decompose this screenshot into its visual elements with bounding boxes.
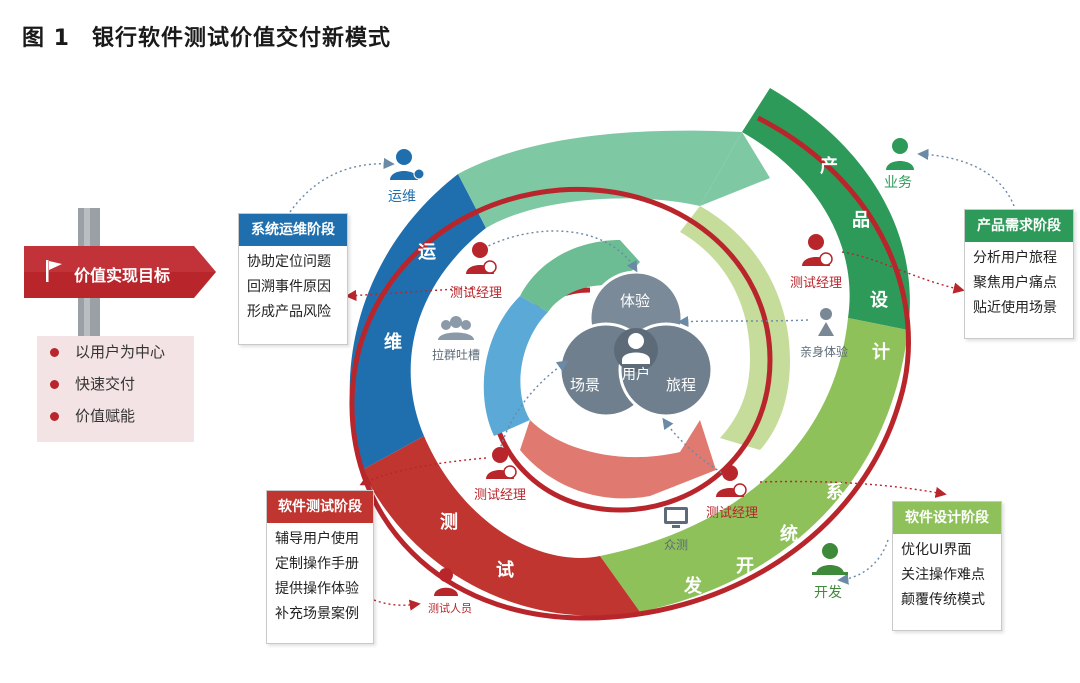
spiral-line <box>349 115 911 621</box>
signpost <box>24 208 216 342</box>
figure-title-text: 银行软件测试价值交付新模式 <box>91 26 391 51</box>
product-stage-title: 产品需求阶段 <box>965 210 1073 242</box>
ring-label-test: 试 <box>496 560 514 581</box>
manager-label: 测试经理 <box>474 488 527 503</box>
activity-label-experience: 亲身体验 <box>800 345 849 359</box>
ops-stage-title: 系统运维阶段 <box>239 214 347 246</box>
ops-stage-item: 协助定位问题 <box>247 254 331 270</box>
outer-ring <box>349 88 910 616</box>
manager-label: 测试经理 <box>450 286 503 301</box>
crowd-test-monitor-icon <box>664 507 688 528</box>
figure-title: 图 1 银行软件测试价值交付新模式 <box>22 20 391 52</box>
ring-label-product: 设 <box>870 290 888 311</box>
test-stage-item: 提供操作体验 <box>275 581 359 597</box>
flag-icon <box>46 260 62 282</box>
test-stage-box: 软件测试阶段 辅导用户使用 定制操作手册 提供操作体验 补充场景案例 <box>266 490 374 644</box>
test-stage-item: 辅导用户使用 <box>275 531 359 547</box>
group-chat-icon <box>438 316 474 340</box>
goal-list: 以用户为中心 快速交付 价值赋能 <box>37 336 194 442</box>
activity-label-group-chat: 拉群吐槽 <box>432 348 481 362</box>
ring-label-dev: 系 <box>826 482 844 503</box>
ring-label-dev: 统 <box>780 524 798 545</box>
goal-item: 价值赋能 <box>37 400 194 432</box>
ring-label-product: 品 <box>852 210 870 231</box>
test-stage-item: 定制操作手册 <box>275 556 359 572</box>
business-person-icon <box>886 138 914 170</box>
design-stage-item: 关注操作难点 <box>901 567 985 583</box>
developer-person-icon <box>812 543 848 575</box>
goal-sign-label: 价值实现目标 <box>74 266 171 285</box>
manager-icon-test <box>486 447 517 479</box>
center-label-journey: 旅程 <box>666 376 697 394</box>
ring-label-product: 计 <box>872 342 890 363</box>
ops-stage-item: 形成产品风险 <box>247 304 331 320</box>
bullet-icon <box>50 348 59 357</box>
manager-icon-dev <box>716 465 747 497</box>
ring-label-product: 产 <box>820 156 838 177</box>
experience-icon <box>818 308 834 336</box>
design-stage-title: 软件设计阶段 <box>893 502 1001 534</box>
ops-stage-box: 系统运维阶段 协助定位问题 回溯事件原因 形成产品风险 <box>238 213 348 345</box>
manager-label: 测试经理 <box>790 276 843 291</box>
ring-label-dev: 发 <box>684 576 702 597</box>
role-label-business: 业务 <box>884 175 912 191</box>
bullet-icon <box>50 380 59 389</box>
ring-label-ops: 维 <box>384 332 402 353</box>
goal-item: 快速交付 <box>37 368 194 400</box>
figure-number: 图 1 <box>22 26 70 51</box>
center-label-scenario: 场景 <box>570 376 601 394</box>
activity-label-crowd-test: 众测 <box>664 538 689 552</box>
tester-person-icon <box>434 568 458 596</box>
manager-label: 测试经理 <box>706 506 759 521</box>
role-label-ops: 运维 <box>388 189 416 205</box>
product-stage-item: 贴近使用场景 <box>973 300 1057 316</box>
ring-label-dev: 开 <box>736 556 754 577</box>
manager-icon-product <box>802 234 833 266</box>
design-stage-box: 软件设计阶段 优化UI界面 关注操作难点 颠覆传统模式 <box>892 501 1002 631</box>
product-stage-box: 产品需求阶段 分析用户旅程 聚焦用户痛点 贴近使用场景 <box>964 209 1074 339</box>
design-stage-item: 颠覆传统模式 <box>901 592 985 608</box>
center-label-user: 用户 <box>622 367 650 383</box>
goal-item: 以用户为中心 <box>37 336 194 368</box>
ring-label-ops: 运 <box>418 242 436 263</box>
role-label-dev: 开发 <box>814 585 842 601</box>
product-stage-item: 分析用户旅程 <box>973 250 1057 266</box>
ops-person-icon <box>390 149 425 180</box>
role-label-tester: 测试人员 <box>428 602 472 615</box>
bullet-icon <box>50 412 59 421</box>
test-stage-title: 软件测试阶段 <box>267 491 373 523</box>
manager-icon-ops <box>466 242 497 274</box>
ring-label-test: 测 <box>440 512 458 533</box>
test-stage-item: 补充场景案例 <box>275 606 359 622</box>
flow-arrows <box>289 148 1015 611</box>
design-stage-item: 优化UI界面 <box>901 542 972 558</box>
inner-ring <box>483 240 716 499</box>
ops-stage-item: 回溯事件原因 <box>247 279 331 295</box>
product-stage-item: 聚焦用户痛点 <box>973 275 1057 291</box>
center-label-experience: 体验 <box>620 292 651 310</box>
